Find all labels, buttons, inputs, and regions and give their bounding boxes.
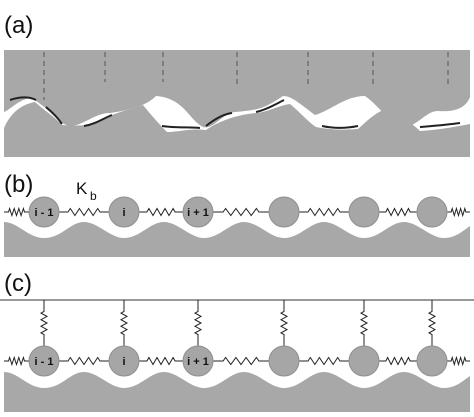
panel-c: (c) i - 1 i i + 1 <box>0 270 474 412</box>
support-spring <box>427 300 437 346</box>
spring <box>447 355 470 367</box>
spring <box>379 207 417 217</box>
particle <box>28 196 60 228</box>
particle-label: i <box>122 207 125 219</box>
spring <box>213 207 269 217</box>
spring <box>4 206 29 218</box>
particle <box>348 196 380 228</box>
spring <box>379 356 417 366</box>
spring-constant-subscript: b <box>90 189 97 203</box>
spring <box>59 356 109 366</box>
support-spring <box>279 300 289 346</box>
particle <box>416 345 448 377</box>
support-spring <box>39 300 49 346</box>
support-spring <box>193 300 203 346</box>
panel-a-contact-lines <box>9 96 461 129</box>
panel-b-label: (b) <box>4 171 33 198</box>
particle-label: i <box>122 356 125 368</box>
particle <box>348 345 380 377</box>
spring <box>4 355 29 367</box>
spring <box>299 207 349 217</box>
panel-c-label: (c) <box>4 270 32 297</box>
panel-a-upper-body <box>4 50 470 128</box>
particle <box>28 345 60 377</box>
particle-label: i + 1 <box>187 207 209 219</box>
particle <box>108 196 140 228</box>
spring <box>59 207 109 217</box>
spring <box>447 206 470 218</box>
panel-a-label: (a) <box>4 12 33 39</box>
particle <box>416 196 448 228</box>
panel-a: (a) <box>4 12 470 157</box>
particle-label: i - 1 <box>35 356 54 368</box>
particle <box>268 345 300 377</box>
particle-label: i - 1 <box>35 207 54 219</box>
panel-b: (b) i - 1 i i + 1 K b <box>4 171 470 257</box>
panel-b-substrate <box>4 222 470 257</box>
spring-constant-symbol: K <box>76 179 88 198</box>
particle-label: i + 1 <box>187 356 209 368</box>
panel-c-chain: i - 1 i i + 1 <box>4 300 470 377</box>
panel-a-dash-lines <box>43 52 449 100</box>
panel-b-chain: i - 1 i i + 1 <box>4 196 470 228</box>
panel-c-substrate <box>4 372 470 412</box>
particle <box>182 345 214 377</box>
particle <box>108 345 140 377</box>
support-spring <box>359 300 369 346</box>
panel-a-lower-body <box>4 102 470 157</box>
particle <box>182 196 214 228</box>
spring <box>139 207 183 217</box>
support-spring <box>119 300 129 346</box>
particle <box>268 196 300 228</box>
spring <box>299 356 349 366</box>
spring <box>213 356 269 366</box>
spring <box>139 356 183 366</box>
